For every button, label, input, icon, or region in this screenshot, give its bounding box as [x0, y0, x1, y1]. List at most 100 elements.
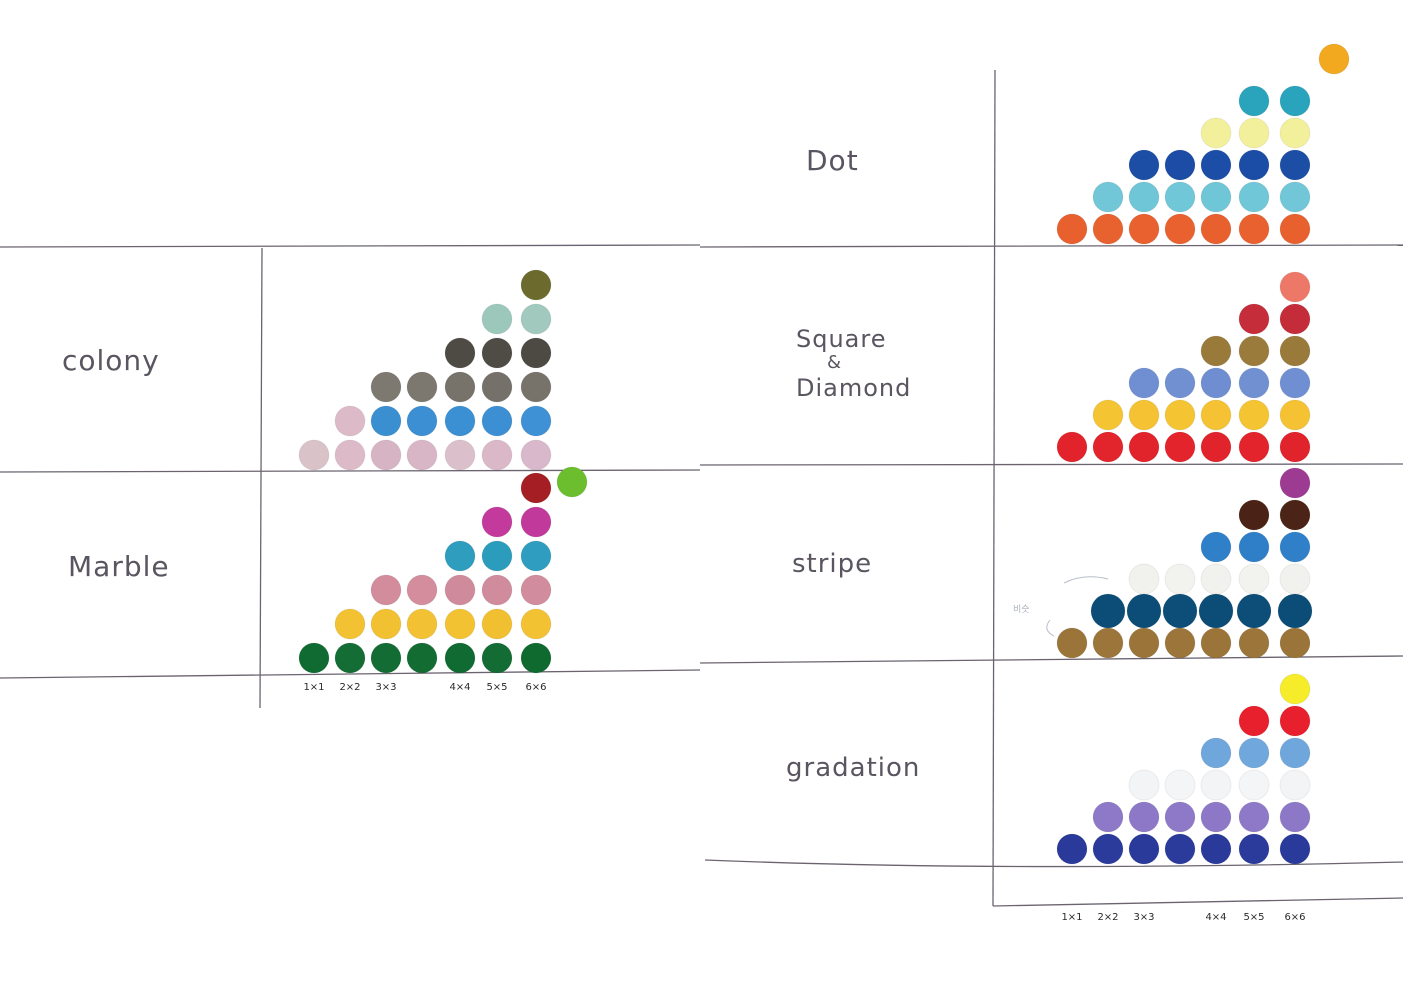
dot-left-r0-c5-k4 [481, 303, 513, 335]
right-x-label: 6×6 [1284, 912, 1305, 923]
row-label-diamond: Diamond [796, 374, 911, 402]
dot-right-r2-c5-k4 [1238, 499, 1270, 531]
dot-right-r3-c5-k0 [1238, 833, 1270, 865]
dot-right-r2-c4-k0 [1200, 627, 1232, 659]
dot-left-r1-c5-k1 [481, 608, 513, 640]
dot-right-r3-c0-k0 [1056, 833, 1088, 865]
dot-right-r2-c5-k3 [1238, 531, 1270, 563]
dot-left-r0-c4-k1 [444, 405, 476, 437]
dot-left-r1-c6-k4 [520, 506, 552, 538]
dot-right-r1-c2-k0 [1128, 431, 1160, 463]
dot-right-r3-c6-k4 [1279, 705, 1311, 737]
dot-right-r0-c4-k2 [1200, 149, 1232, 181]
dot-right-r0-c2-k0 [1128, 213, 1160, 245]
dot-right-r2-c3-k2 [1164, 563, 1196, 595]
dot-right-r3-c5-k3 [1238, 737, 1270, 769]
dot-right-r0-c4-k3 [1200, 117, 1232, 149]
dot-right-r3-c2-k2 [1128, 769, 1160, 801]
left-x-label: 5×5 [486, 682, 507, 693]
dot-right-r0-c3-k0 [1164, 213, 1196, 245]
dot-right-r0-c5-k0 [1238, 213, 1270, 245]
dot-left-r1-c5-k0 [481, 642, 513, 674]
dot-right-r1-c3-k2 [1164, 367, 1196, 399]
dot-right-r0-c4-k1 [1200, 181, 1232, 213]
dot-left-r1-c5-k3 [481, 540, 513, 572]
dot-right-r2-c2-k1 [1126, 593, 1162, 629]
dot-right-r2-c5-k1 [1236, 593, 1272, 629]
left-dot-marks [298, 269, 588, 674]
dot-left-r0-c3-k2 [406, 371, 438, 403]
dot-left-r1-c1-k0 [334, 642, 366, 674]
left-x-label: 1×1 [303, 682, 324, 693]
row-label-ampersand: & [827, 352, 842, 373]
dot-left-r1-c1-k1 [334, 608, 366, 640]
dot-right-r1-c2-k1 [1128, 399, 1160, 431]
row-label-dot: Dot [806, 144, 859, 177]
right-x-label: 1×1 [1061, 912, 1082, 923]
dot-right-r3-c3-k1 [1164, 801, 1196, 833]
dot-right-r3-c5-k4 [1238, 705, 1270, 737]
dot-right-r3-c4-k3 [1200, 737, 1232, 769]
row-label-marble: Marble [68, 550, 170, 583]
dot-left-r0-c3-k0 [406, 439, 438, 471]
dot-right-r0-c0-k0 [1056, 213, 1088, 245]
dot-right-r1-c0-k0 [1056, 431, 1088, 463]
dot-right-r1-c1-k1 [1092, 399, 1124, 431]
dot-right-r3-c3-k0 [1164, 833, 1196, 865]
dot-right-r1-c1-k0 [1092, 431, 1124, 463]
dot-right-r0-c3-k1 [1164, 181, 1196, 213]
dot-right-r3-c4-k2 [1200, 769, 1232, 801]
dot-right-r0-c2-k1 [1128, 181, 1160, 213]
dot-right-r2-c4-k3 [1200, 531, 1232, 563]
dot-left-r1-c5-k2 [481, 574, 513, 606]
dot-right-r1-c5-k1 [1238, 399, 1270, 431]
dot-right-r0-c6-k0 [1279, 213, 1311, 245]
dot-right-r2-c2-k2 [1128, 563, 1160, 595]
right-x-label: 2×2 [1097, 912, 1118, 923]
row-label-gradation: gradation [786, 753, 920, 783]
dot-right-r1-c6-k3 [1279, 335, 1311, 367]
dot-right-r2-c4-k2 [1200, 563, 1232, 595]
dot-left-r0-c2-k1 [370, 405, 402, 437]
dot-right-r0-c1-k1 [1092, 181, 1124, 213]
dot-left-r1-c2-k2 [370, 574, 402, 606]
dot-right-r3-c6-k3 [1279, 737, 1311, 769]
right-dot-marks [1056, 43, 1350, 865]
dot-right-r1-c6-k0 [1279, 431, 1311, 463]
stripe-note: 비슷 [1013, 604, 1030, 615]
dot-right-r3-c5-k1 [1238, 801, 1270, 833]
dot-left-r0-c6-k5 [520, 269, 552, 301]
dot-left-r0-c2-k0 [370, 439, 402, 471]
dot-right-r0-c5-k3 [1238, 117, 1270, 149]
dot-left-r1-c2-k0 [370, 642, 402, 674]
dot-right-r1-c2-k2 [1128, 367, 1160, 399]
dot-right-r0-c6-k2 [1279, 149, 1311, 181]
dot-right-r0-c5-k1 [1238, 181, 1270, 213]
dot-right-r0-c6-k1 [1279, 181, 1311, 213]
dot-right-r1-c3-k0 [1164, 431, 1196, 463]
dot-right-r3-c2-k1 [1128, 801, 1160, 833]
dot-left-r0-c5-k2 [481, 371, 513, 403]
left-x-label: 6×6 [525, 682, 546, 693]
dot-right-r3-c1-k0 [1092, 833, 1124, 865]
row-label-colony: colony [62, 344, 160, 377]
dot-left-r1-c6-k1 [520, 608, 552, 640]
dot-right-r2-c5-k2 [1238, 563, 1270, 595]
right-x-label: 3×3 [1133, 912, 1154, 923]
dot-right-r2-c6-k4 [1279, 499, 1311, 531]
dot-right-r3-c6-k2 [1279, 769, 1311, 801]
dot-left-extra-r1 [556, 466, 588, 498]
dot-left-r1-c6-k5 [520, 472, 552, 504]
dot-right-r1-c3-k1 [1164, 399, 1196, 431]
dot-left-r0-c4-k2 [444, 371, 476, 403]
dot-right-r2-c6-k2 [1279, 563, 1311, 595]
dot-left-r1-c2-k1 [370, 608, 402, 640]
dot-left-r0-c0-k0 [298, 439, 330, 471]
dot-right-r1-c5-k3 [1238, 335, 1270, 367]
dot-left-r1-c3-k1 [406, 608, 438, 640]
dot-right-r1-c5-k0 [1238, 431, 1270, 463]
dot-left-r1-c3-k2 [406, 574, 438, 606]
dot-right-r0-c6-k3 [1279, 117, 1311, 149]
